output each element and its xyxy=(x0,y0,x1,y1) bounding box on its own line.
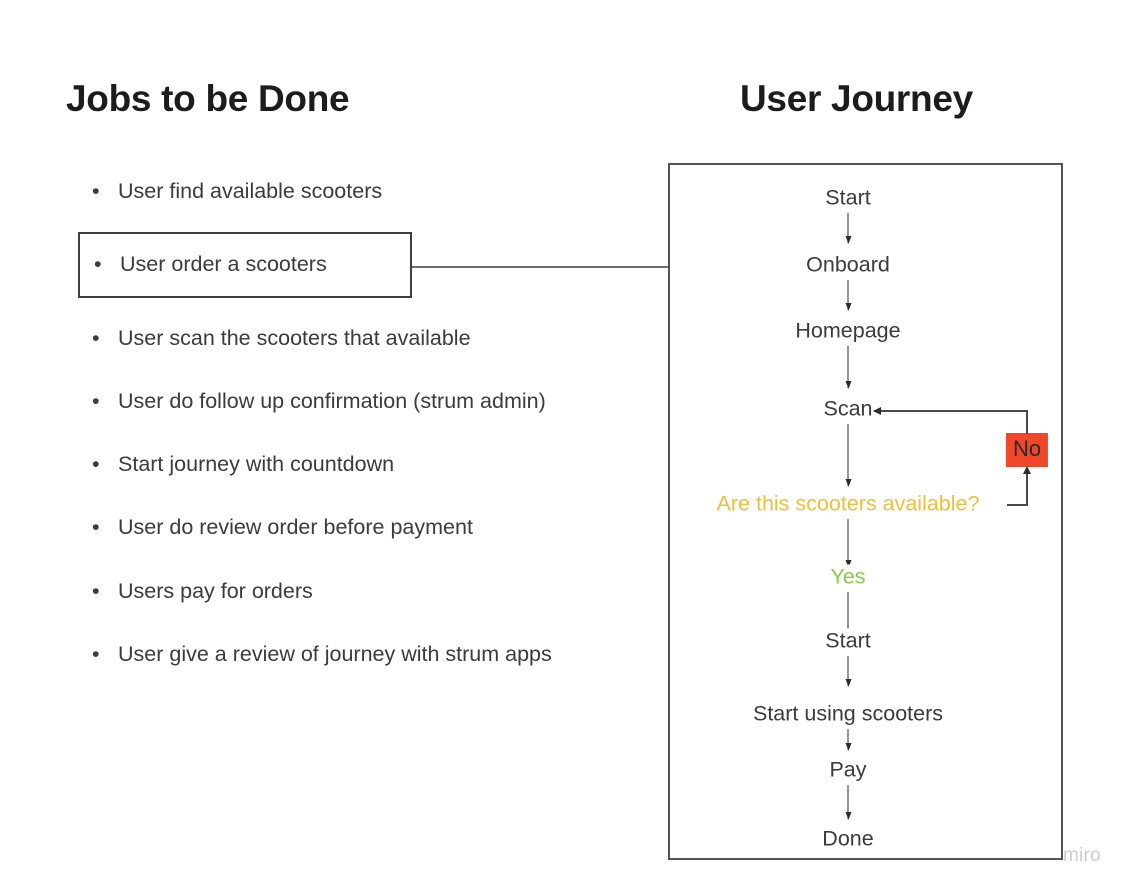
bullet-marker: • xyxy=(92,452,100,476)
list-item[interactable]: • User do follow up confirmation (strum … xyxy=(78,382,638,421)
list-item-label: User give a review of journey with strum… xyxy=(118,641,552,666)
list-item-label: Start journey with countdown xyxy=(118,452,395,476)
list-item-label: User scan the scooters that available xyxy=(118,325,471,350)
loop-no-to-scan-horizontal xyxy=(874,410,1027,412)
spacer xyxy=(78,484,638,508)
spacer xyxy=(78,298,638,319)
arrow-onboard-to-homepage xyxy=(847,280,849,310)
bullet-marker: • xyxy=(92,388,100,413)
list-item-highlighted[interactable]: • User order a scooters xyxy=(78,232,412,298)
flow-node-onboard[interactable]: Onboard xyxy=(803,252,893,278)
user-journey-panel: Start Onboard Homepage Scan Are this sco… xyxy=(668,163,1063,860)
loop-decision-to-no-vertical xyxy=(1026,468,1028,505)
jobs-list: • User find available scooters • User or… xyxy=(78,172,638,674)
spacer xyxy=(78,611,638,635)
flow-node-homepage[interactable]: Homepage xyxy=(792,318,904,344)
bullet-marker: • xyxy=(92,578,100,603)
miro-watermark: miro xyxy=(1063,845,1101,866)
arrow-scan-to-decision xyxy=(847,424,849,486)
list-item-label: User order a scooters xyxy=(120,252,327,277)
list-item[interactable]: • Start journey with countdown xyxy=(78,445,638,484)
arrow-start2-to-start-using xyxy=(847,656,849,686)
arrow-homepage-to-scan xyxy=(847,346,849,388)
bullet-marker: • xyxy=(92,641,100,666)
line-yes-to-start-2 xyxy=(847,592,849,633)
list-item[interactable]: • Users pay for orders xyxy=(78,572,638,611)
list-item[interactable]: • User give a review of journey with str… xyxy=(78,635,638,674)
flow-node-done[interactable]: Done xyxy=(819,826,877,852)
flow-node-start-1[interactable]: Start xyxy=(822,185,874,211)
no-badge[interactable]: No xyxy=(1005,433,1049,467)
loop-no-to-scan-vertical xyxy=(1026,410,1028,434)
arrow-start-to-onboard xyxy=(847,213,849,243)
list-item-label: Users pay for orders xyxy=(118,578,313,603)
bullet-marker: • xyxy=(94,252,102,277)
list-item[interactable]: • User scan the scooters that available xyxy=(78,319,638,358)
flow-node-decision[interactable]: Are this scooters available? xyxy=(713,491,983,517)
list-item-label: User do review order before payment xyxy=(118,515,473,540)
jobs-to-be-done-title: Jobs to be Done xyxy=(66,78,350,119)
list-item-label: User find available scooters xyxy=(118,179,383,203)
arrow-start-using-to-pay xyxy=(847,729,849,750)
flow-node-yes[interactable]: Yes xyxy=(827,564,869,590)
spacer xyxy=(78,421,638,445)
list-item-label: User do follow up confirmation (strum ad… xyxy=(118,388,546,413)
loop-decision-horizontal xyxy=(1007,504,1028,506)
bullet-marker: • xyxy=(92,325,100,350)
connector-line xyxy=(412,266,669,268)
flow-node-scan[interactable]: Scan xyxy=(820,396,876,422)
flow-node-start-using-scooters[interactable]: Start using scooters xyxy=(749,701,947,727)
bullet-marker: • xyxy=(92,515,100,540)
flow-node-start-2[interactable]: Start xyxy=(822,628,874,654)
list-item[interactable]: • User do review order before payment xyxy=(78,508,638,547)
list-item[interactable]: • User find available scooters xyxy=(78,172,638,211)
flow-node-pay[interactable]: Pay xyxy=(826,757,870,783)
user-journey-title: User Journey xyxy=(740,78,973,119)
spacer xyxy=(78,211,638,232)
spacer xyxy=(78,548,638,572)
arrow-decision-to-yes xyxy=(847,519,849,567)
bullet-marker: • xyxy=(92,179,100,203)
spacer xyxy=(78,358,638,382)
arrow-pay-to-done xyxy=(847,785,849,819)
